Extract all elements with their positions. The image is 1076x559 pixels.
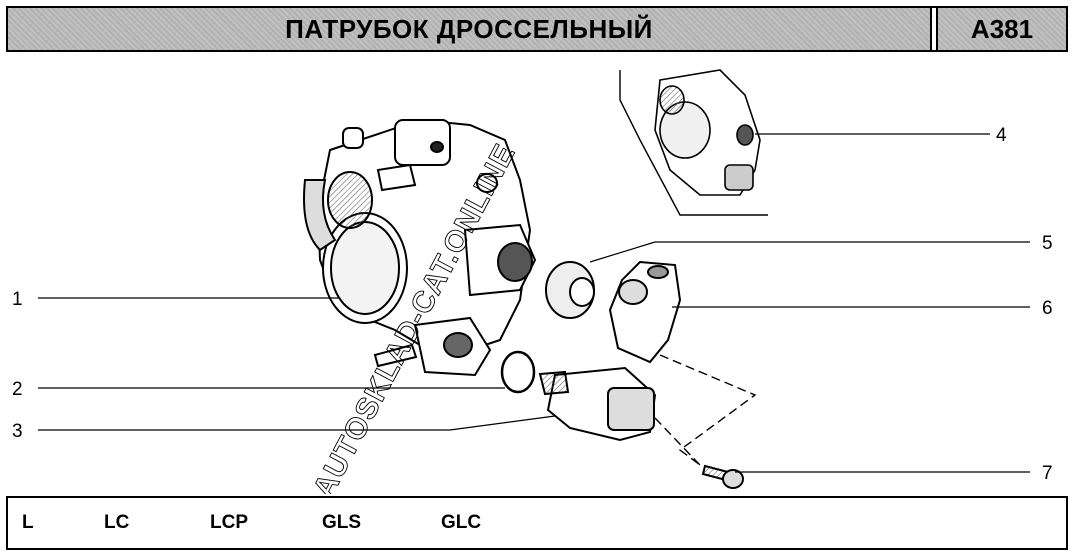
model-lc: LC [104, 512, 130, 533]
o-ring [500, 350, 536, 394]
callout-2: 2 [12, 379, 23, 400]
callout-4: 4 [996, 125, 1007, 146]
model-gls: GLS [322, 512, 362, 533]
callout-7: 7 [1042, 463, 1053, 484]
title-bar: ПАТРУБОК ДРОССЕЛЬНЫЙ A381 [6, 6, 1068, 52]
screw [701, 464, 744, 489]
callout-1: 1 [12, 289, 23, 310]
catalog-code: A381 [970, 13, 1034, 44]
model-lcp: LCP [210, 512, 248, 533]
throttle-body [303, 118, 537, 377]
leader-lines [38, 133, 1030, 473]
assembly-lines [654, 354, 757, 466]
title-divider [930, 8, 938, 50]
model-l: L [22, 512, 34, 533]
callout-6: 6 [1042, 298, 1053, 319]
idle-air-valve [538, 366, 657, 442]
parts-diagram: 1 2 3 4 5 6 7 AUTOSKLAD-CAT.ONLINE [12, 69, 1053, 494]
page-title: ПАТРУБОК ДРОССЕЛЬНЫЙ [285, 13, 653, 44]
callout-3: 3 [12, 421, 23, 442]
seal-ring [545, 261, 595, 319]
model-glc: GLC [441, 512, 482, 533]
throttle-position-sensor [608, 260, 682, 364]
callout-5: 5 [1042, 233, 1053, 254]
model-footer: L LC LCP GLS GLC [6, 496, 1068, 550]
throttle-assembly-inset [619, 69, 768, 216]
